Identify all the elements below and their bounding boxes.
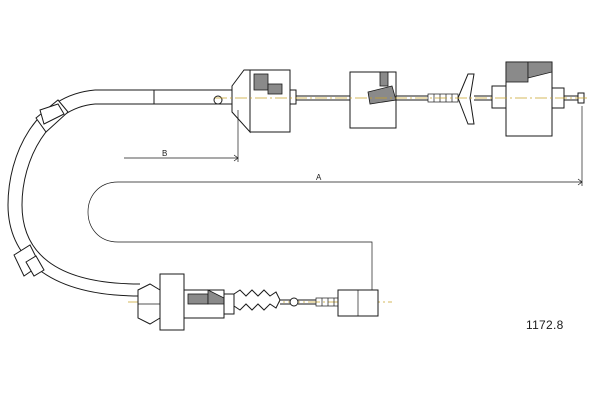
lower-adjuster [137, 273, 235, 331]
middle-fitting [349, 71, 459, 129]
dimension-a-label: A [316, 173, 322, 182]
sheath-curve [7, 89, 141, 297]
dimension-a: A [87, 106, 583, 292]
inner-wire-upper [296, 95, 350, 101]
dimension-b-label: B [162, 149, 167, 158]
retaining-clip [457, 73, 494, 125]
bellows-boot [233, 289, 299, 311]
upper-adjuster [212, 69, 297, 134]
right-end-fitting [491, 61, 585, 137]
part-number: 1172.8 [526, 318, 564, 332]
lower-terminal [298, 289, 379, 317]
sheath-upper [95, 89, 232, 105]
dimension-b: B [124, 110, 239, 162]
